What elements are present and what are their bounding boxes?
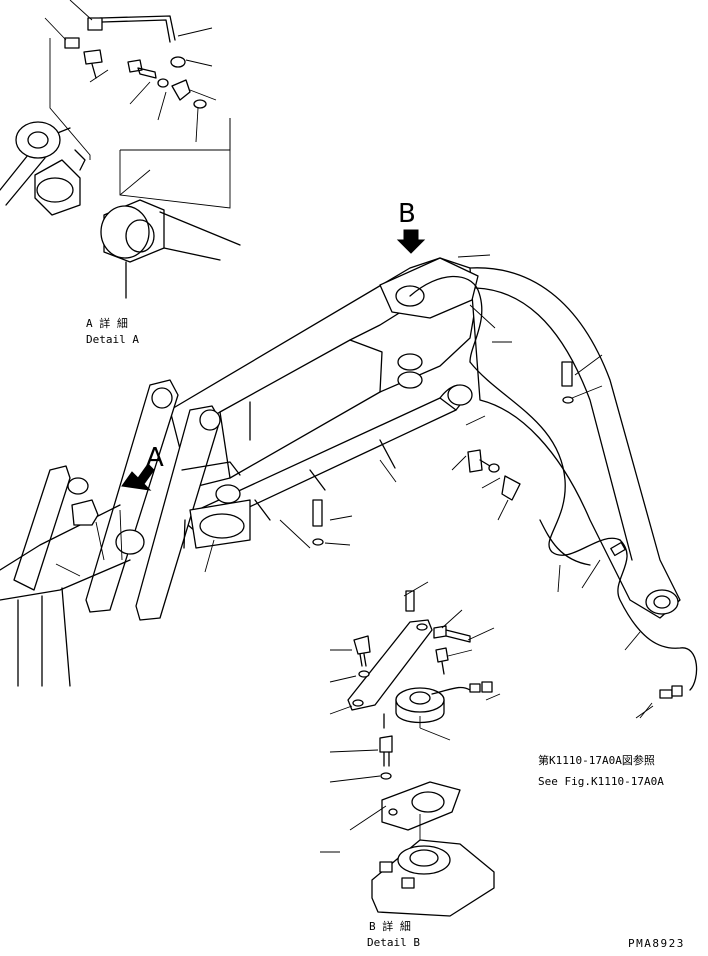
detail-a-title: A 詳 細: [86, 316, 128, 330]
detail-b-title: B 詳 細: [369, 919, 411, 933]
detail-b-subtitle: Detail B: [367, 936, 420, 949]
reference-note-jp: 第K1110-17A0A図参照: [538, 753, 655, 767]
drawing-number: PMA8923: [628, 937, 685, 950]
arrow-b-label: B: [398, 199, 416, 229]
reference-note-en: See Fig.K1110-17A0A: [538, 775, 664, 788]
detail-a-subtitle: Detail A: [86, 333, 139, 346]
boom-assembly: [0, 254, 698, 719]
reference-leader: [635, 705, 654, 719]
arrow-b: [396, 229, 426, 254]
arrow-a-label: A: [146, 443, 164, 473]
detail-b-group: [320, 581, 501, 917]
detail-a-group: [0, 0, 241, 299]
arrow-a: [121, 463, 155, 491]
